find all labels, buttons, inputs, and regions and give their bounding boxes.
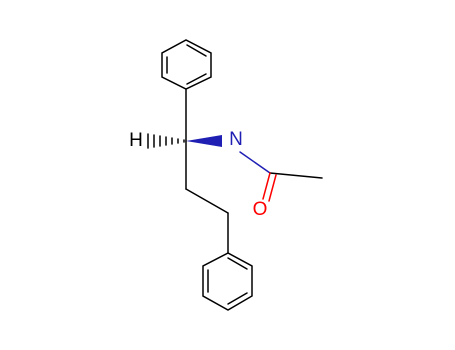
chain-bond-2	[185, 188, 229, 214]
atom-n-label: N	[229, 129, 243, 150]
n-to-carbonyl-bond	[239, 151, 271, 174]
atom-h-label: H	[129, 130, 143, 151]
hashed-wedge-to-h	[147, 133, 185, 149]
top-phenyl-ring	[161, 39, 212, 90]
carbonyl-to-methyl-bond	[269, 172, 323, 179]
atom-o-label: O	[253, 199, 268, 220]
bottom-phenyl-ring	[202, 252, 253, 311]
bold-wedge-to-n	[186, 135, 222, 147]
carbonyl-double-bond	[262, 172, 277, 202]
